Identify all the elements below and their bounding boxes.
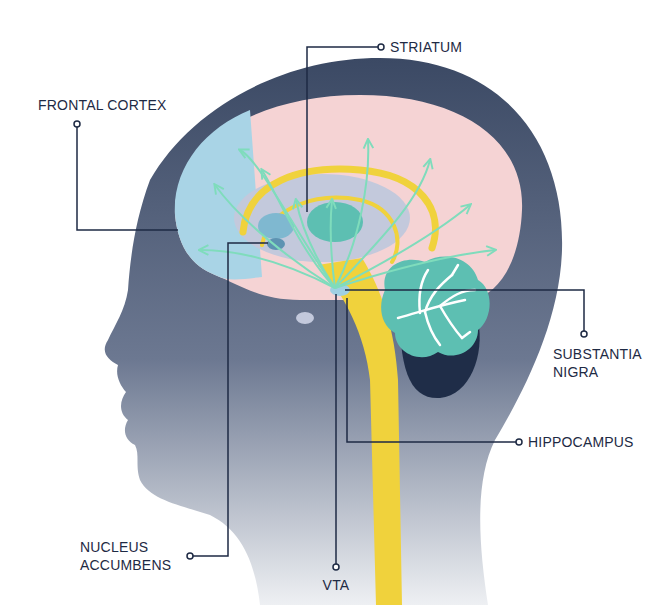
arbor-vitae	[398, 265, 475, 345]
region-label: SUBSTANTIA NIGRA	[553, 345, 651, 381]
leader-dots	[74, 44, 587, 570]
region-label: NUCLEUS ACCUMBENS	[80, 538, 184, 574]
region-label: STRIATUM	[390, 38, 462, 56]
leader-lines	[77, 47, 584, 567]
cerebellum	[381, 256, 490, 357]
inner-region	[234, 174, 410, 262]
region-label: VTA	[323, 576, 350, 594]
pituitary	[296, 312, 314, 324]
head-silhouette	[105, 58, 562, 605]
region-label: FRONTAL CORTEX	[38, 96, 167, 114]
region-label: HIPPOCAMPUS	[528, 433, 634, 451]
corpus-callosum	[243, 169, 435, 248]
dopamine-pathways	[200, 140, 495, 288]
